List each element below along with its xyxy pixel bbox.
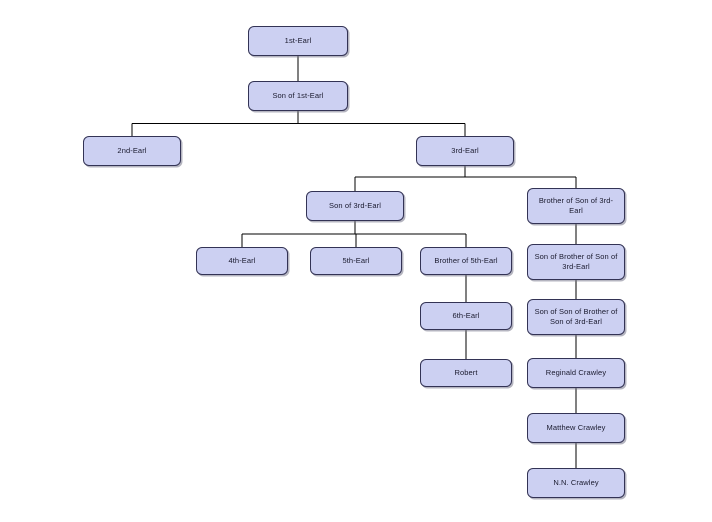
tree-node-label: N.N. Crawley	[553, 477, 599, 487]
tree-node-label: 3rd-Earl	[451, 145, 479, 155]
tree-node[interactable]: 3rd-Earl	[416, 136, 514, 166]
tree-node[interactable]: Reginald Crawley	[527, 358, 625, 388]
tree-node-label: Son of 1st-Earl	[272, 90, 324, 100]
tree-node-label: 5th-Earl	[342, 255, 370, 265]
tree-node-label: 1st-Earl	[284, 35, 312, 45]
tree-node-label: Brother of Son of 3rd- Earl	[538, 195, 614, 215]
tree-node[interactable]: 5th-Earl	[310, 247, 402, 275]
tree-node[interactable]: N.N. Crawley	[527, 468, 625, 498]
tree-node-label: Matthew Crawley	[546, 422, 606, 432]
tree-node[interactable]: Son of 3rd-Earl	[306, 191, 404, 221]
tree-node[interactable]: Brother of 5th-Earl	[420, 247, 512, 275]
tree-node[interactable]: 1st-Earl	[248, 26, 348, 56]
tree-node-label: Robert	[454, 367, 478, 377]
tree-node-label: 6th-Earl	[452, 310, 480, 320]
tree-node[interactable]: 6th-Earl	[420, 302, 512, 330]
tree-node[interactable]: 2nd-Earl	[83, 136, 181, 166]
tree-node-label: Brother of 5th-Earl	[434, 255, 498, 265]
tree-node[interactable]: Son of 1st-Earl	[248, 81, 348, 111]
tree-node-label: Son of 3rd-Earl	[329, 200, 381, 210]
tree-node-label: 2nd-Earl	[117, 145, 147, 155]
tree-node[interactable]: Robert	[420, 359, 512, 387]
tree-node-label: Son of Son of Brother of Son of 3rd-Earl	[534, 306, 618, 326]
tree-node-label: Son of Brother of Son of 3rd-Earl	[534, 251, 618, 271]
tree-node[interactable]: Son of Brother of Son of 3rd-Earl	[527, 244, 625, 280]
tree-node[interactable]: Brother of Son of 3rd- Earl	[527, 188, 625, 224]
tree-node[interactable]: Matthew Crawley	[527, 413, 625, 443]
tree-node-label: 4th-Earl	[228, 255, 256, 265]
tree-node-label: Reginald Crawley	[545, 367, 607, 377]
tree-node[interactable]: 4th-Earl	[196, 247, 288, 275]
tree-node[interactable]: Son of Son of Brother of Son of 3rd-Earl	[527, 299, 625, 335]
